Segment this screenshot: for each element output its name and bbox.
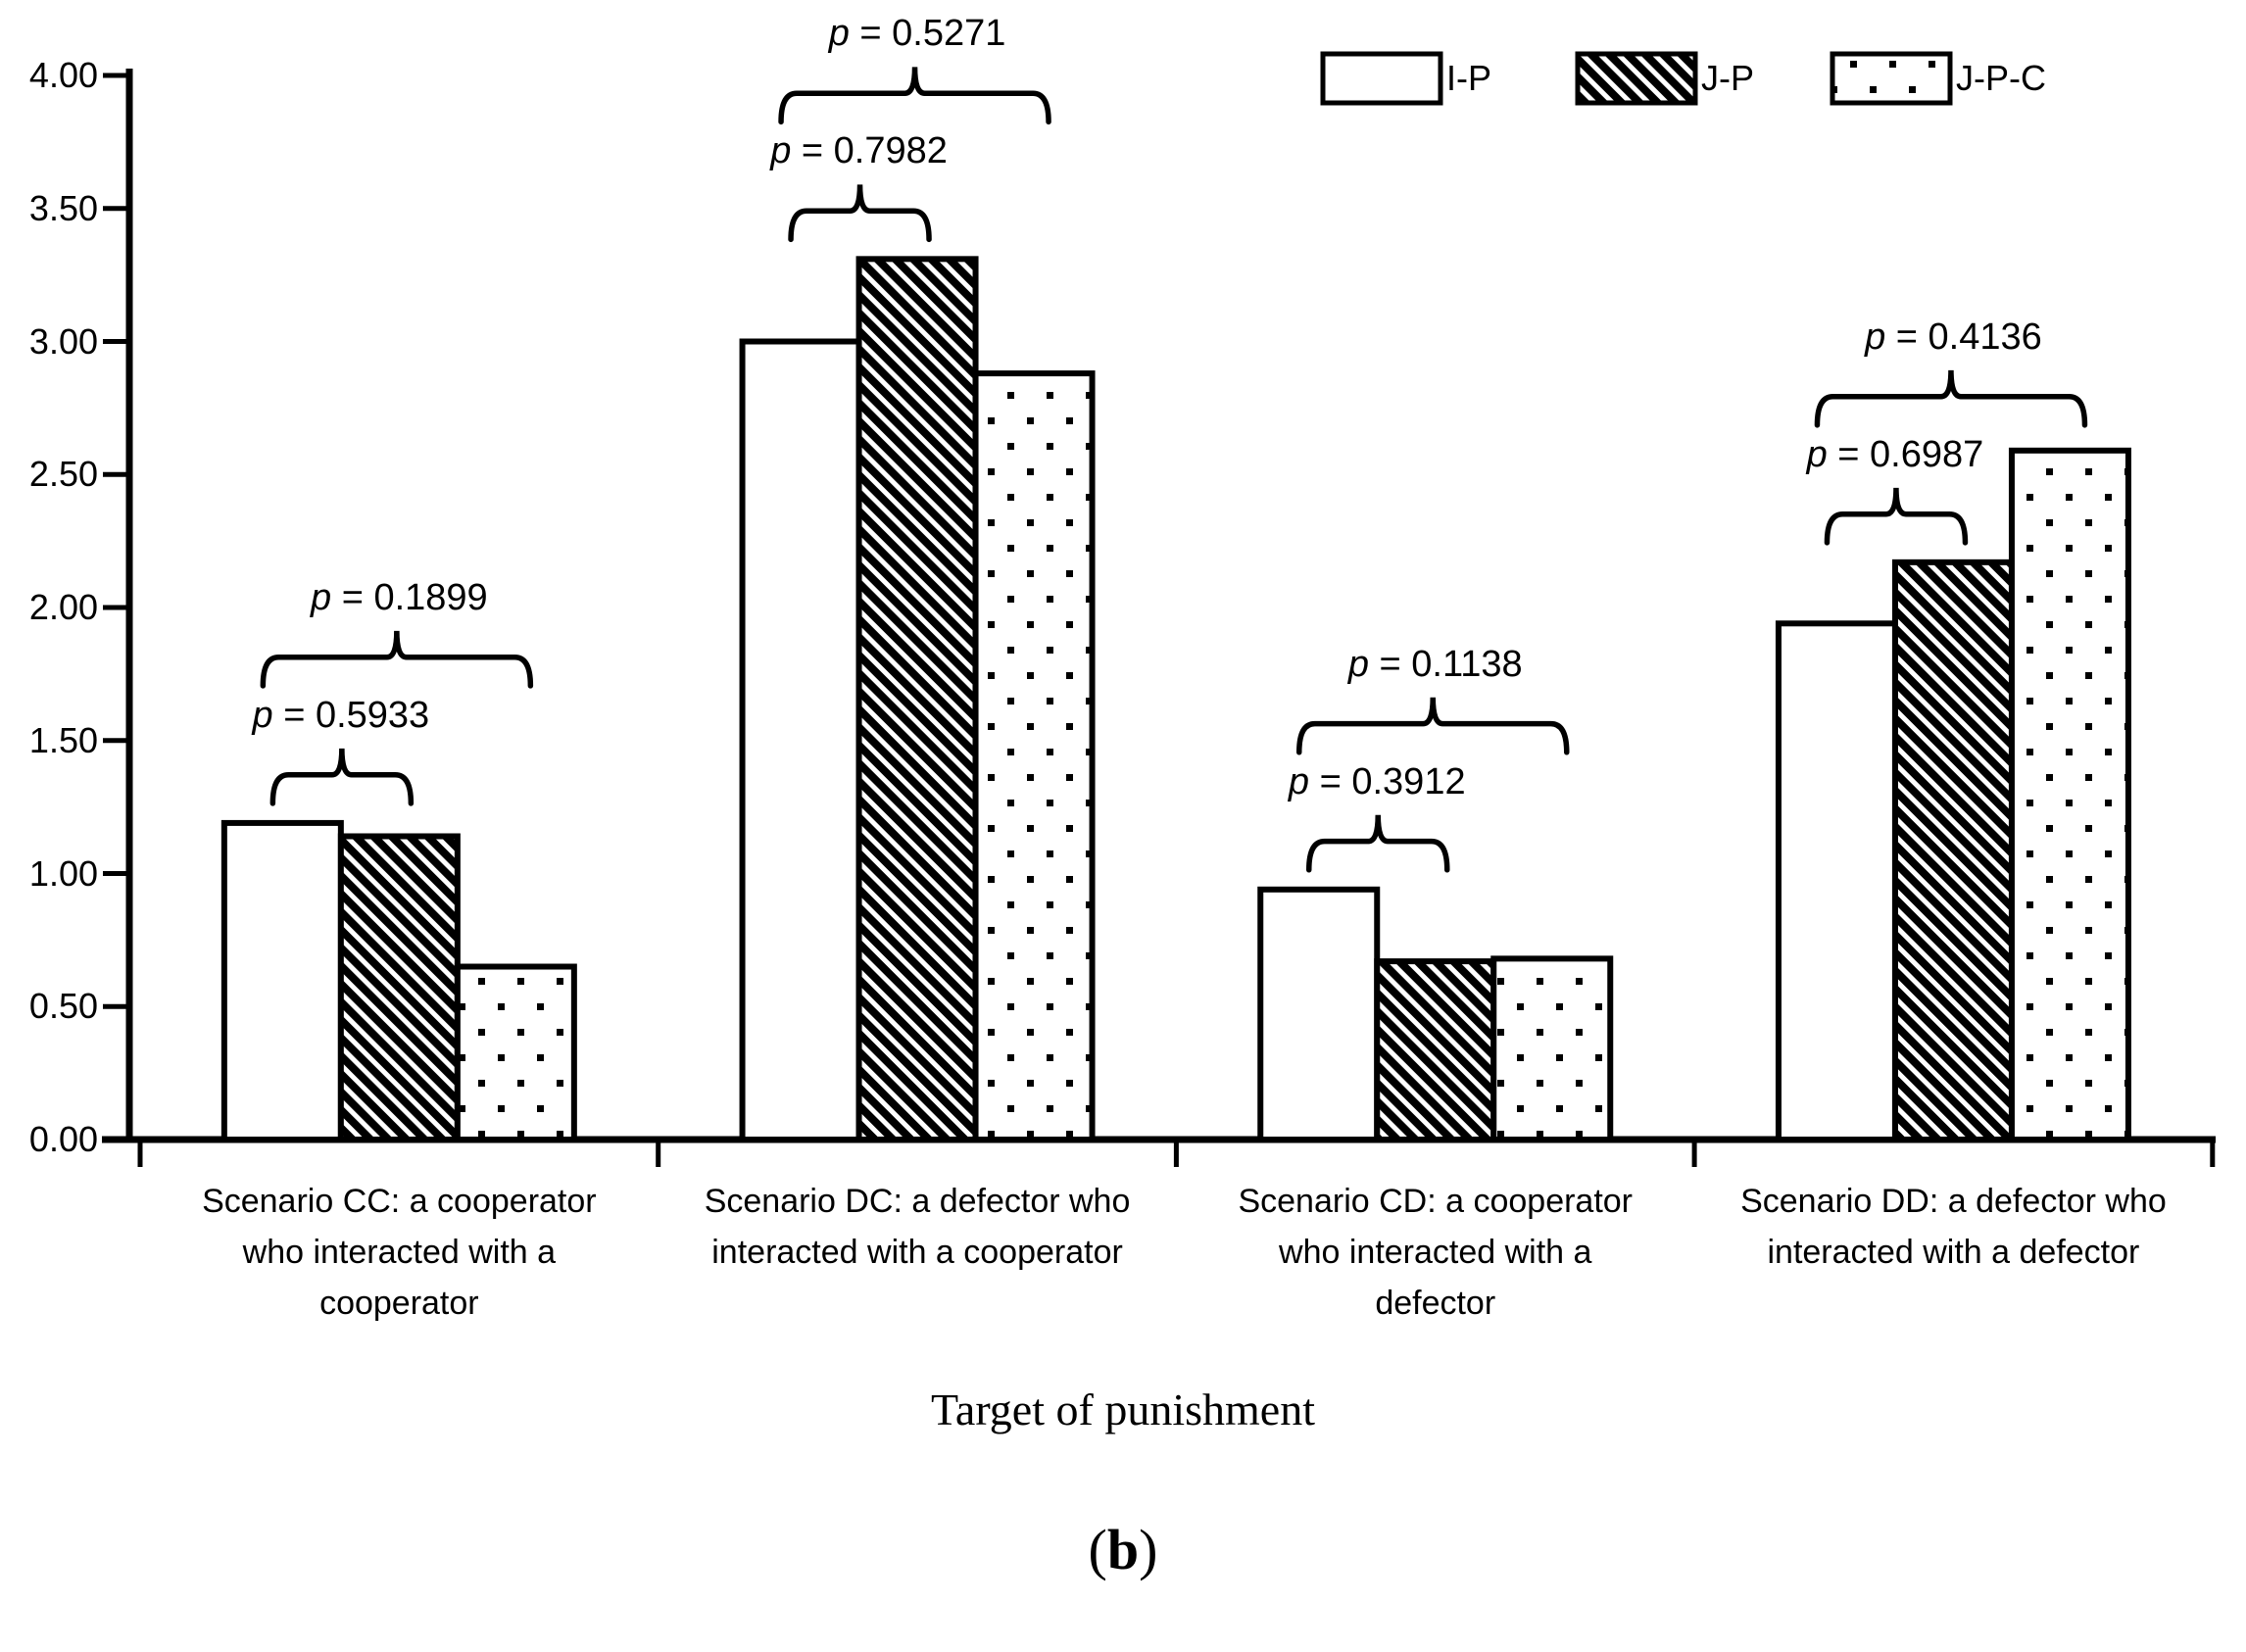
brace-wide-group2 [778, 67, 1051, 125]
brace-narrow-group2 [788, 184, 932, 243]
brace-wide-group1 [260, 630, 534, 689]
bar-J-P-C-group3 [1490, 955, 1614, 1142]
legend-swatch-J-P-C [1830, 51, 1953, 106]
bar-I-P-group4 [1775, 620, 1898, 1142]
brace-wide-group3 [1296, 697, 1570, 755]
bar-J-P-group4 [1891, 559, 2015, 1142]
bar-I-P-group3 [1257, 886, 1381, 1142]
bar-J-P-group1 [337, 833, 461, 1142]
brace-narrow-group4 [1824, 487, 1969, 546]
bar-J-P-C-group1 [454, 963, 577, 1143]
bar-J-P-group3 [1374, 958, 1497, 1142]
brace-narrow-group3 [1306, 814, 1450, 873]
bar-J-P-C-group2 [972, 370, 1096, 1142]
brace-narrow-group1 [269, 748, 415, 806]
legend-swatch-J-P [1575, 51, 1698, 106]
bar-J-P-group2 [855, 256, 979, 1142]
brace-wide-group4 [1814, 369, 2088, 428]
bar-J-P-C-group4 [2008, 447, 2131, 1142]
bar-I-P-group1 [220, 819, 344, 1142]
bar-I-P-group2 [739, 338, 862, 1142]
legend-swatch-I-P [1320, 51, 1443, 106]
